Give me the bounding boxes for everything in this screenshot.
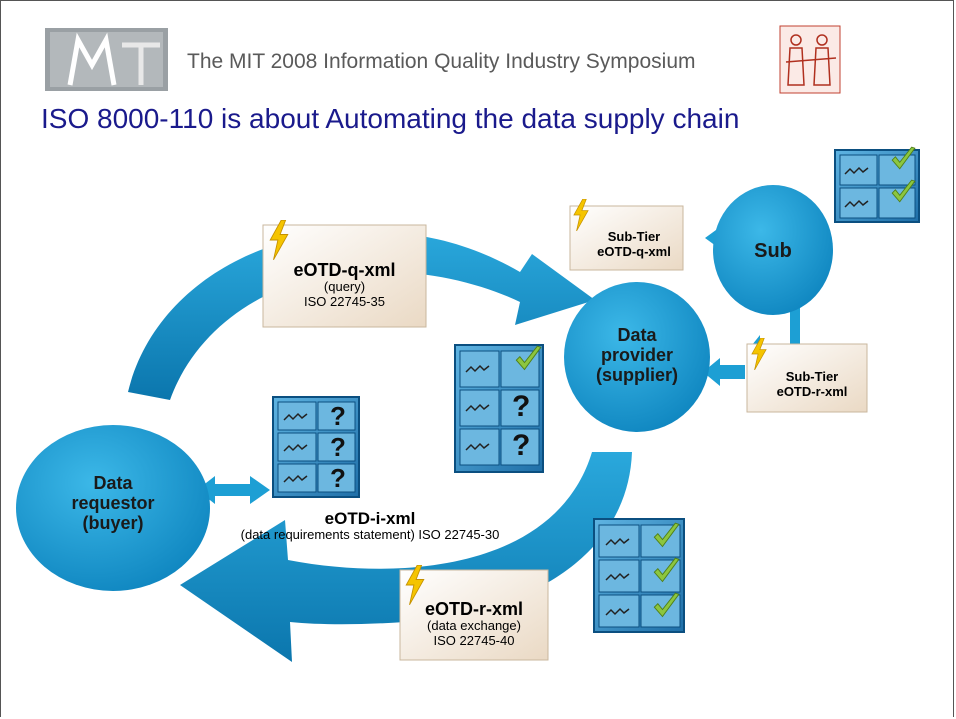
provider-line1: Data	[617, 325, 657, 345]
requestor-line1: Data	[93, 473, 133, 493]
requestor-label: Data requestor (buyer)	[43, 473, 183, 533]
identification-text: eOTD-i-xml (data requirements statement)…	[190, 509, 550, 543]
symposium-title: The MIT 2008 Information Quality Industr…	[187, 50, 696, 73]
cycle-arrow-bottom	[180, 452, 632, 662]
query-iso: ISO 22745-35	[304, 293, 385, 309]
requestor-line2: requestor	[71, 492, 155, 513]
subtier-response-card	[746, 338, 868, 413]
subtier-query-line2: eOTD-q-xml	[597, 243, 671, 259]
subtier-response-line1: Sub-Tier	[785, 369, 839, 384]
query-name: eOTD-q-xml	[293, 260, 396, 280]
sheet-sub	[834, 146, 920, 223]
query-desc: (query)	[323, 279, 366, 295]
response-desc: (data exchange)	[427, 618, 521, 634]
cycle-arrow-top	[128, 231, 595, 400]
query-card-text: eOTD-q-xml (query) ISO 22745-35	[263, 260, 426, 309]
response-iso: ISO 22745-40	[433, 632, 515, 648]
subtier-response-text: Sub-Tier eOTD-r-xml	[757, 369, 867, 399]
provider-line2: provider	[600, 344, 674, 365]
symposium-figures-logo	[779, 25, 841, 94]
svg-text:?: ?	[330, 401, 346, 431]
response-name: eOTD-r-xml	[424, 599, 523, 619]
requestor-line3: (buyer)	[82, 512, 144, 533]
subtier-query-text: Sub-Tier eOTD-q-xml	[585, 229, 683, 259]
svg-text:?: ?	[512, 390, 530, 423]
provider-label: Data provider (supplier)	[572, 325, 702, 385]
requestor-node	[16, 425, 210, 591]
mit-iq-logo	[45, 28, 168, 91]
provider-node	[564, 282, 710, 432]
sheet-provider: ? ?	[454, 344, 544, 473]
subtier-query-line1: Sub-Tier	[607, 229, 661, 244]
provider-line3: (supplier)	[595, 364, 678, 385]
subtier-arrow-return	[703, 358, 745, 386]
query-card	[262, 220, 427, 328]
subtier-response-line2: eOTD-r-xml	[776, 383, 848, 399]
svg-text:?: ?	[330, 432, 346, 462]
subtier-query-card	[569, 199, 684, 271]
sheet-response	[593, 518, 685, 633]
slide-title: ISO 8000-110 is about Automating the dat…	[41, 103, 740, 134]
response-card-text: eOTD-r-xml (data exchange) ISO 22745-40	[400, 599, 548, 648]
sub-label: Sub	[754, 240, 792, 262]
svg-text:?: ?	[330, 463, 346, 493]
svg-text:?: ?	[512, 429, 530, 462]
identification-name: eOTD-i-xml	[324, 509, 416, 528]
sub-node	[713, 185, 833, 315]
sheet-identification: ? ? ?	[272, 396, 360, 498]
response-card	[399, 565, 549, 661]
bidirectional-arrow	[197, 476, 270, 504]
identification-desc: (data requirements statement) ISO 22745-…	[240, 527, 500, 543]
